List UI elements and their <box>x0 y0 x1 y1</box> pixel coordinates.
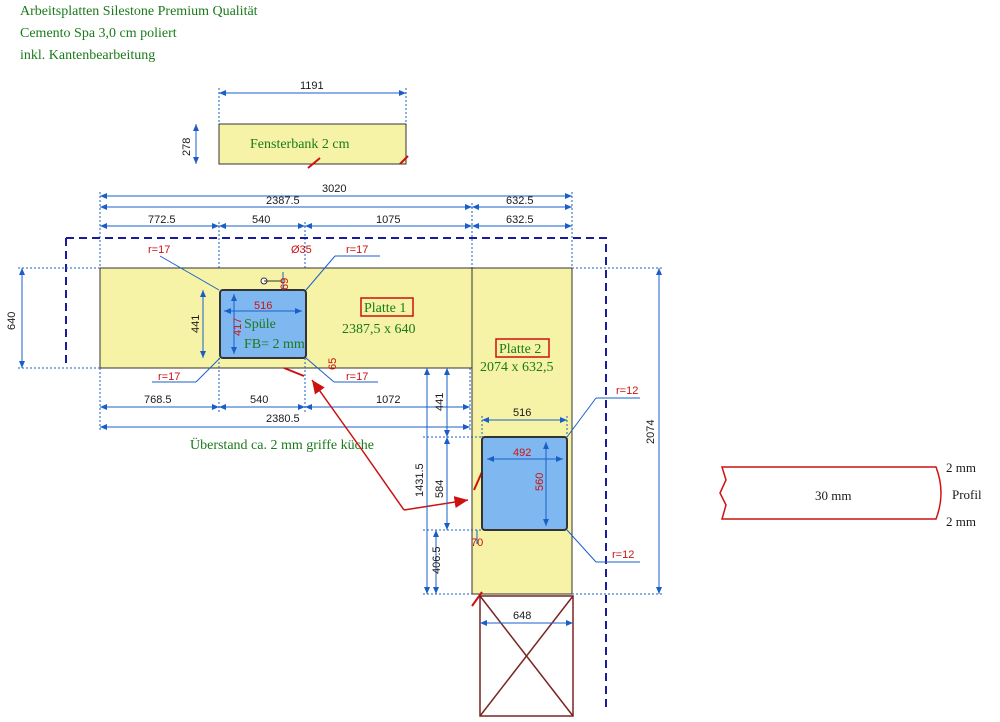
sink2-offset: 441 <box>434 393 446 411</box>
sink1-outer-height: 441 <box>190 315 202 333</box>
tap-hole-diameter: Ø35 <box>291 244 312 256</box>
fensterbank-depth: 278 <box>181 138 193 156</box>
sink2-bottom-distance: 406.5 <box>431 546 443 574</box>
tall-cabinet <box>479 595 574 717</box>
sink1 <box>219 289 307 359</box>
overhang-note: Überstand ca. 2 mm griffe küche <box>190 436 374 453</box>
sink1-label-2: FB= 2 mm <box>244 337 305 352</box>
sink2-outer-width: 516 <box>513 407 531 419</box>
radius-r17-top-left: r=17 <box>148 244 170 256</box>
platte2-title-box <box>495 338 550 358</box>
fensterbank-width: 1191 <box>300 80 324 92</box>
fensterbank-slab <box>218 123 407 165</box>
profile-top: 2 mm <box>946 460 976 475</box>
radius-r12-bottom: r=12 <box>612 549 634 561</box>
header-line-2: Cemento Spa 3,0 cm poliert <box>20 26 177 41</box>
bottom-seg-right: 1072 <box>376 394 400 406</box>
platte2-size: 2074 x 632,5 <box>480 360 554 375</box>
top-seg-right: 1075 <box>376 214 400 226</box>
profile-bottom: 2 mm <box>946 514 976 529</box>
header-line-3: inkl. Kantenbearbeitung <box>20 48 156 63</box>
platte1-size: 2387,5 x 640 <box>342 322 416 337</box>
sink1-inner-height: 417 <box>232 318 244 336</box>
sink2-inner-width: 492 <box>513 447 531 459</box>
platte2-title: Platte 2 <box>499 342 541 357</box>
platte1-title-box <box>360 297 414 317</box>
bottom-seg-mid: 540 <box>250 394 268 406</box>
bottom-total: 2380.5 <box>266 413 300 425</box>
room-outline <box>66 237 607 712</box>
platte2-length: 2074 <box>645 420 657 444</box>
platte1-length: 2387.5 <box>266 195 300 207</box>
header-line-1: Arbeitsplatten Silestone Premium Qualitä… <box>20 4 258 19</box>
tap-hole-distance: 69 <box>279 278 291 290</box>
platte2-inner-length: 1431.5 <box>414 463 426 497</box>
sink2-outer-height: 584 <box>434 480 446 498</box>
right-depth-top: 632.5 <box>506 195 534 207</box>
platte1-title: Platte 1 <box>364 301 406 316</box>
profile-label: Profil <box>952 487 982 502</box>
cabinet-width: 648 <box>513 610 531 622</box>
sink1-label-1: Spüle <box>244 317 276 332</box>
fensterbank-label: Fensterbank 2 cm <box>250 137 350 152</box>
radius-r17-top-right: r=17 <box>346 244 368 256</box>
radius-r12-top: r=12 <box>616 385 638 397</box>
platte1-depth: 640 <box>6 312 18 330</box>
radius-r17-bottom-left: r=17 <box>158 371 180 383</box>
sink1-small-dim: 65 <box>327 358 339 370</box>
top-seg-left: 772.5 <box>148 214 176 226</box>
bottom-seg-left: 768.5 <box>144 394 172 406</box>
radius-r17-bottom-right: r=17 <box>346 371 368 383</box>
total-width: 3020 <box>322 183 346 195</box>
profile-thickness: 30 mm <box>815 488 851 503</box>
sink2-gap: 70 <box>471 537 483 549</box>
sink1-width: 516 <box>254 300 272 312</box>
edge-profile <box>719 466 942 520</box>
top-seg-mid: 540 <box>252 214 270 226</box>
sink2-inner-height: 560 <box>534 473 546 491</box>
top-seg-right2: 632.5 <box>506 214 534 226</box>
platte2-slab <box>471 267 573 595</box>
